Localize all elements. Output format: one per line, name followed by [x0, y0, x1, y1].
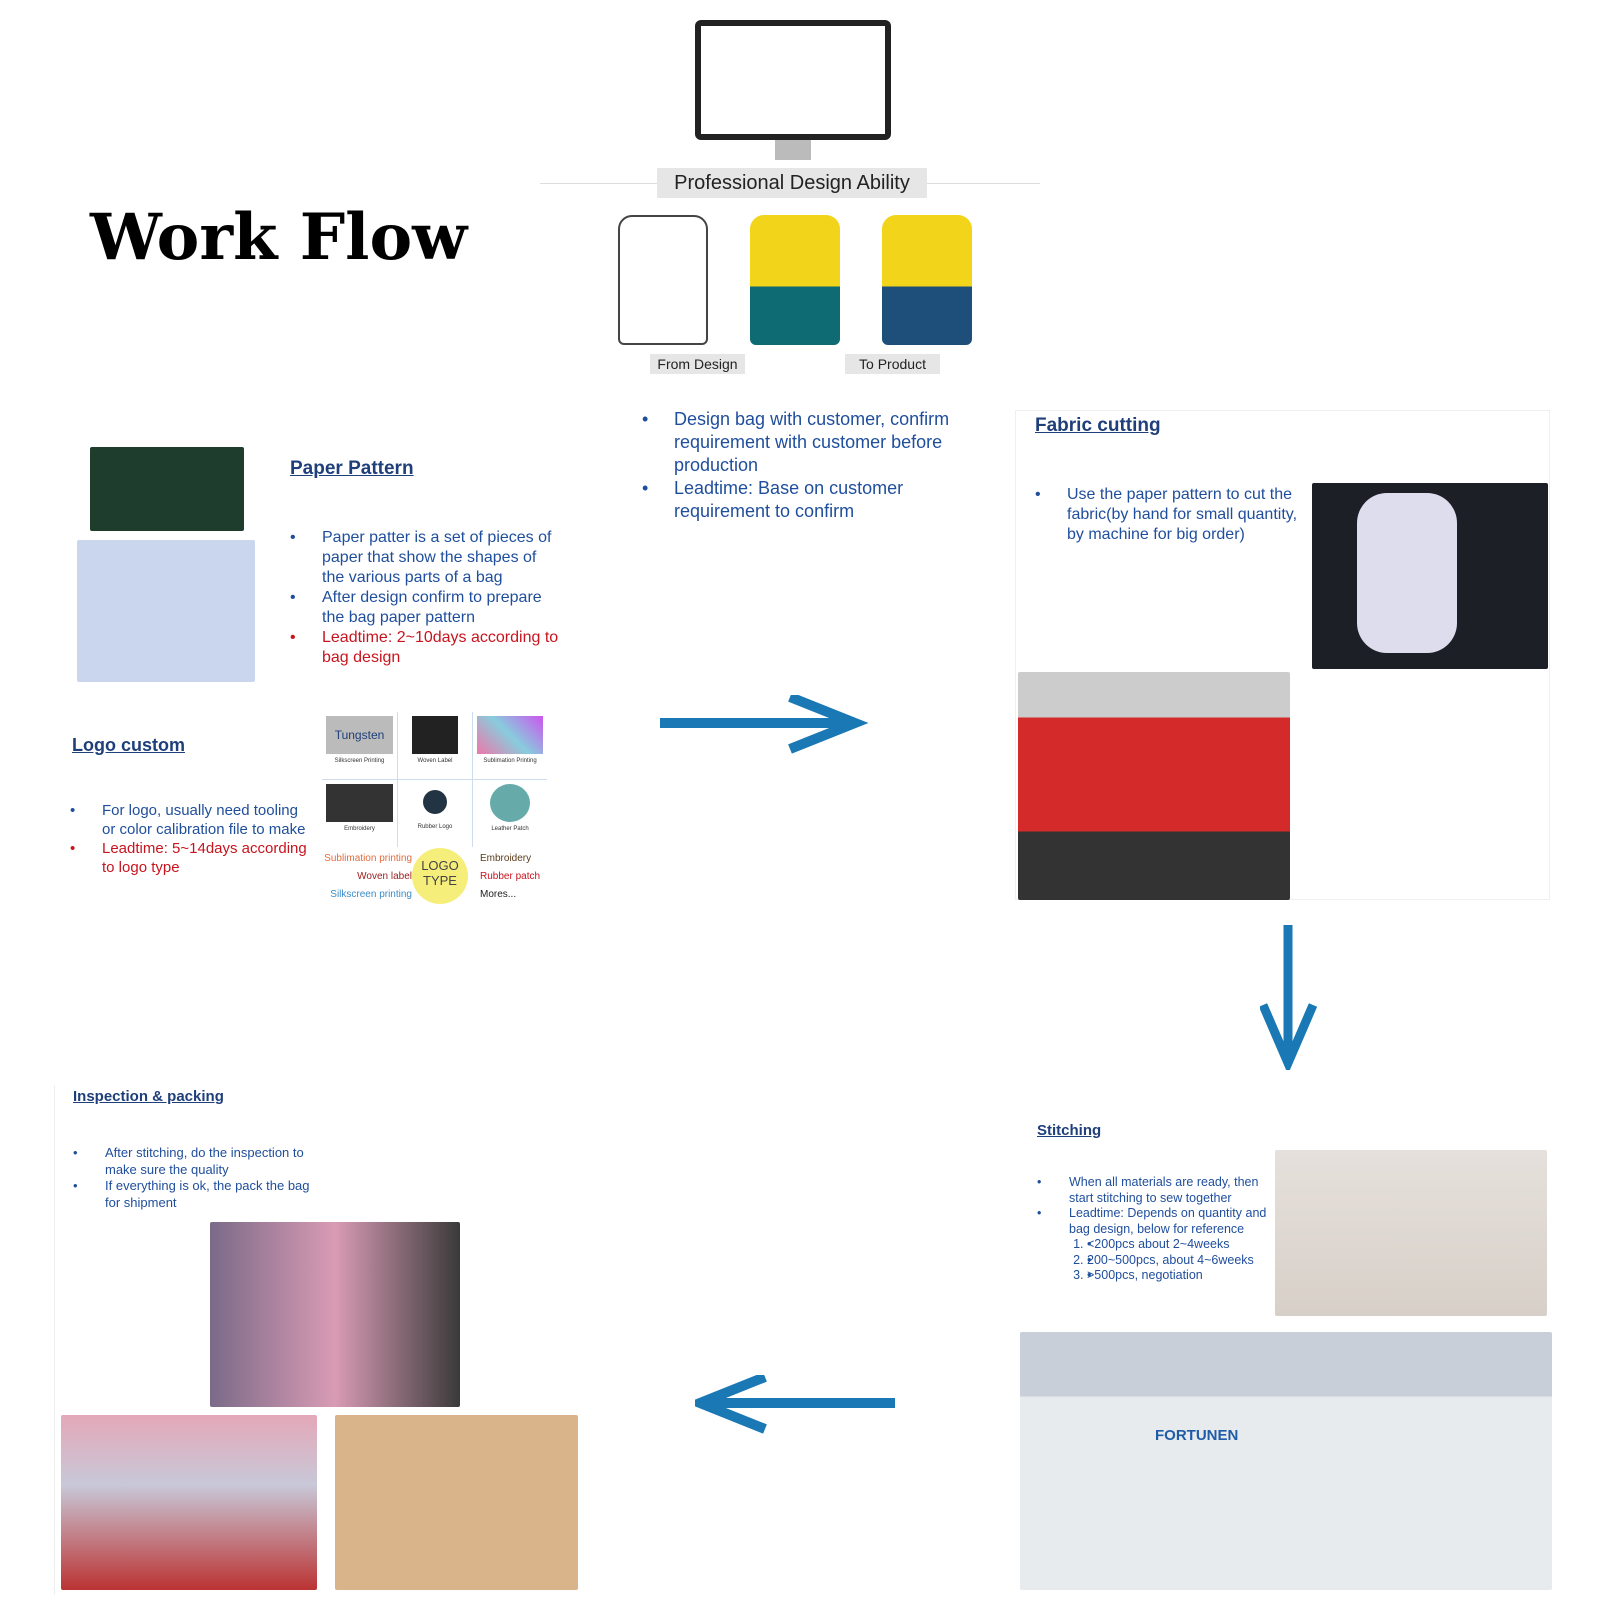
- monitor-stand: [775, 140, 811, 160]
- logo-type-item: Woven label: [357, 871, 412, 882]
- packing-bag-image: [61, 1415, 317, 1590]
- stitching-heading: Stitching: [1037, 1122, 1102, 1139]
- inspection-heading: Inspection & packing: [73, 1088, 224, 1105]
- backpack-teal-image: [750, 215, 840, 345]
- inspection-image: [210, 1222, 460, 1407]
- monitor-image: [695, 20, 891, 140]
- fabric-cutting-bullet: Use the paper pattern to cut the fabric(…: [1035, 485, 1305, 545]
- paper-pattern-heading: Paper Pattern: [290, 458, 414, 479]
- stitching-list-item: 200~500pcs, about 4~6weeks: [1087, 1253, 1254, 1269]
- sewing-machine-image: FORTUNEN: [1020, 1332, 1552, 1590]
- divider: [54, 1085, 55, 1595]
- paper-pattern-image: [90, 447, 244, 531]
- logo-sample: Woven Label: [397, 712, 472, 779]
- stitching-list-item: >500pcs, negotiation: [1087, 1268, 1254, 1284]
- pattern-piece-image: [77, 540, 255, 682]
- to-product-label: To Product: [845, 354, 940, 374]
- paper-pattern-bullet: After design confirm to prepare the bag …: [290, 588, 560, 628]
- inspection-bullet: If everything is ok, the pack the bag fo…: [73, 1178, 313, 1211]
- stitching-list-item: <200pcs about 2~4weeks: [1087, 1237, 1254, 1253]
- logo-type-item: Silkscreen printing: [330, 889, 412, 900]
- logo-type-center: LOGO TYPE: [412, 848, 468, 904]
- from-design-label: From Design: [650, 354, 745, 374]
- fabric-cutting-heading: Fabric cutting: [1035, 415, 1161, 436]
- inspection-bullet: After stitching, do the inspection to ma…: [73, 1145, 313, 1178]
- design-caption: Professional Design Ability: [657, 168, 927, 198]
- cutting-machine-image: [1018, 672, 1290, 900]
- backpack-navy-image: [882, 215, 972, 345]
- stitching-bullet: Leadtime: Depends on quantity and bag de…: [1037, 1206, 1272, 1237]
- arrow-right-icon: [660, 695, 869, 754]
- paper-pattern-bullet: Paper patter is a set of pieces of paper…: [290, 528, 560, 588]
- backpack-sketch-image: [618, 215, 708, 345]
- logo-leadtime: Leadtime: 5~14days according to logo typ…: [70, 839, 315, 877]
- paper-pattern-leadtime: Leadtime: 2~10days according to bag desi…: [290, 628, 560, 668]
- logo-sample: Sublimation Printing: [472, 712, 547, 779]
- stitching-bullet: When all materials are ready, then start…: [1037, 1175, 1272, 1206]
- logo-type-item: Rubber patch: [480, 871, 541, 882]
- stitching-worker-image: [1275, 1150, 1547, 1316]
- logo-type-item: Mores...: [480, 889, 517, 900]
- arrow-left-icon: [695, 1375, 895, 1434]
- arrow-down-icon: [1260, 925, 1318, 1070]
- logo-custom-heading: Logo custom: [72, 735, 185, 755]
- logo-bullet: For logo, usually need tooling or color …: [70, 801, 315, 839]
- design-bullet: Design bag with customer, confirm requir…: [642, 408, 962, 477]
- page-title: Work Flow: [90, 200, 468, 275]
- fabric-cutting-image: [1312, 483, 1548, 669]
- logo-sample: Rubber Logo: [397, 779, 472, 847]
- logo-type-item: Embroidery: [480, 853, 532, 864]
- design-bullet: Leadtime: Base on customer requirement t…: [642, 477, 962, 523]
- logo-type-item: Sublimation printing: [324, 853, 412, 864]
- carton-boxes-image: [335, 1415, 578, 1590]
- logo-sample: Leather Patch: [472, 779, 547, 847]
- logo-sample: Embroidery: [322, 779, 397, 847]
